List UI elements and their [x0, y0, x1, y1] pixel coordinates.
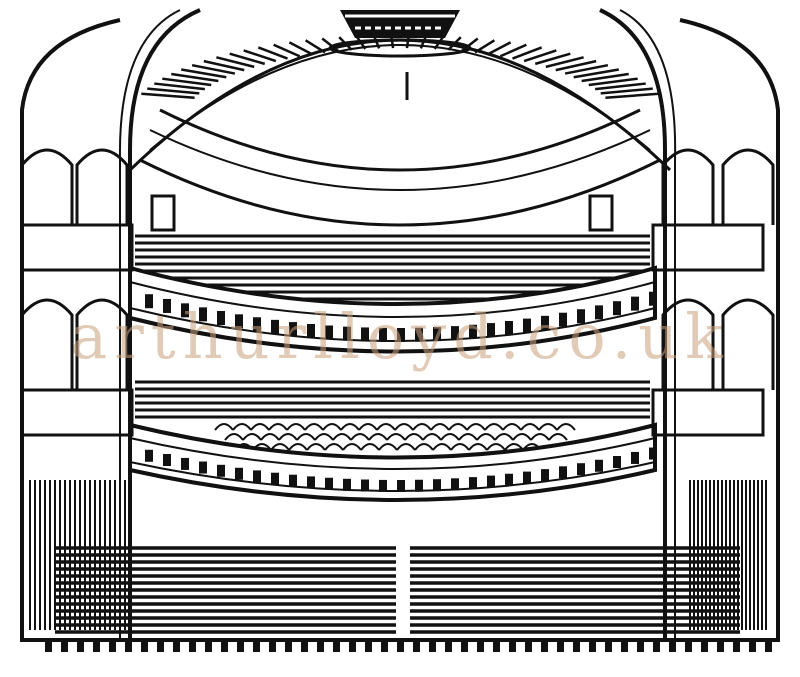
right-side-boxes — [651, 148, 775, 437]
dome-ornament — [141, 34, 659, 99]
upper-gallery-benches — [135, 234, 650, 301]
seat-backs — [214, 423, 576, 451]
upper-balcony-front — [128, 265, 657, 354]
dress-circle-benches — [135, 380, 650, 419]
ceiling-dome — [128, 38, 672, 227]
ceiling-crown — [328, 10, 472, 58]
centre-aisle — [396, 545, 410, 640]
frame-border — [20, 18, 780, 640]
lower-balcony-front — [128, 422, 657, 502]
floor-rail — [45, 640, 772, 652]
proscenium-arches — [118, 8, 677, 640]
back-wall-vents — [150, 194, 614, 232]
side-wall-shading — [29, 480, 767, 630]
